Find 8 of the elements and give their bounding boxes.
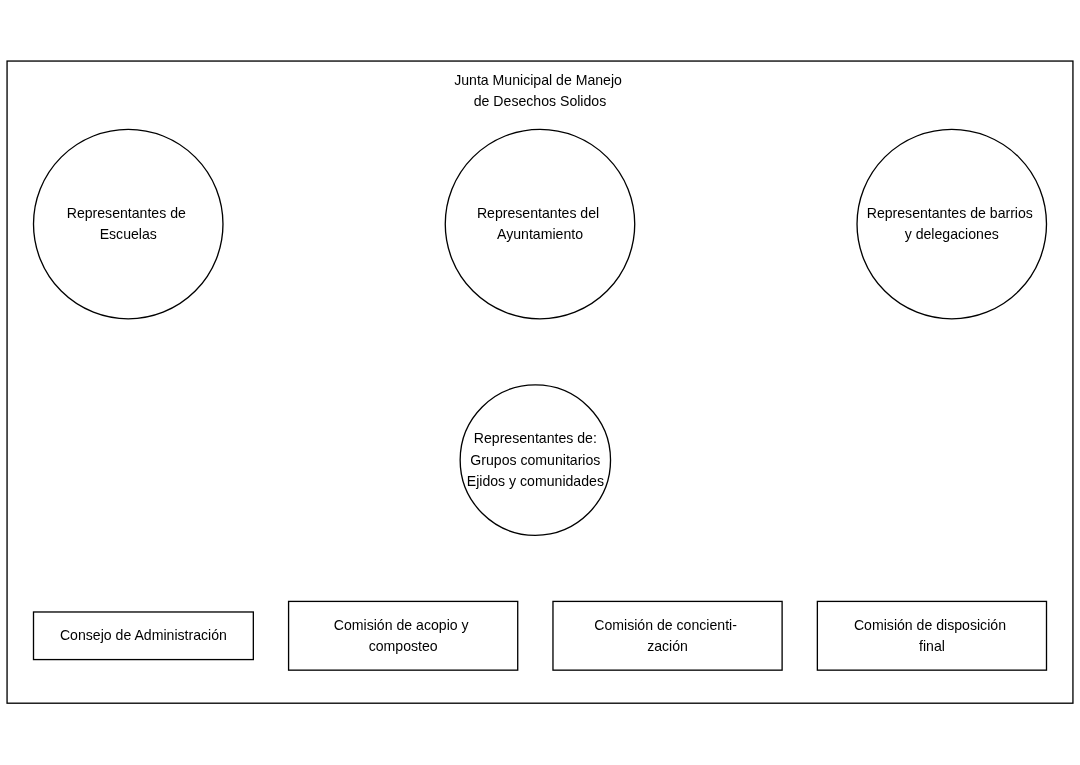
node-box: Consejo de Administración bbox=[32, 611, 254, 661]
node-box: Comisión de disposición final bbox=[816, 601, 1048, 672]
node-circle: Representantes de: Grupos comunitarios Ejidos y comunidades bbox=[459, 384, 612, 537]
node-circle: Representantes de Escuelas bbox=[32, 129, 224, 320]
node-box: Comisión de acopio y composteo bbox=[287, 601, 519, 672]
node-circle: Representantes de barrios y delegaciones bbox=[856, 129, 1048, 320]
node-box: Comisión de concienti- zación bbox=[552, 601, 783, 672]
node-circle: Representantes del Ayuntamiento bbox=[444, 129, 636, 320]
